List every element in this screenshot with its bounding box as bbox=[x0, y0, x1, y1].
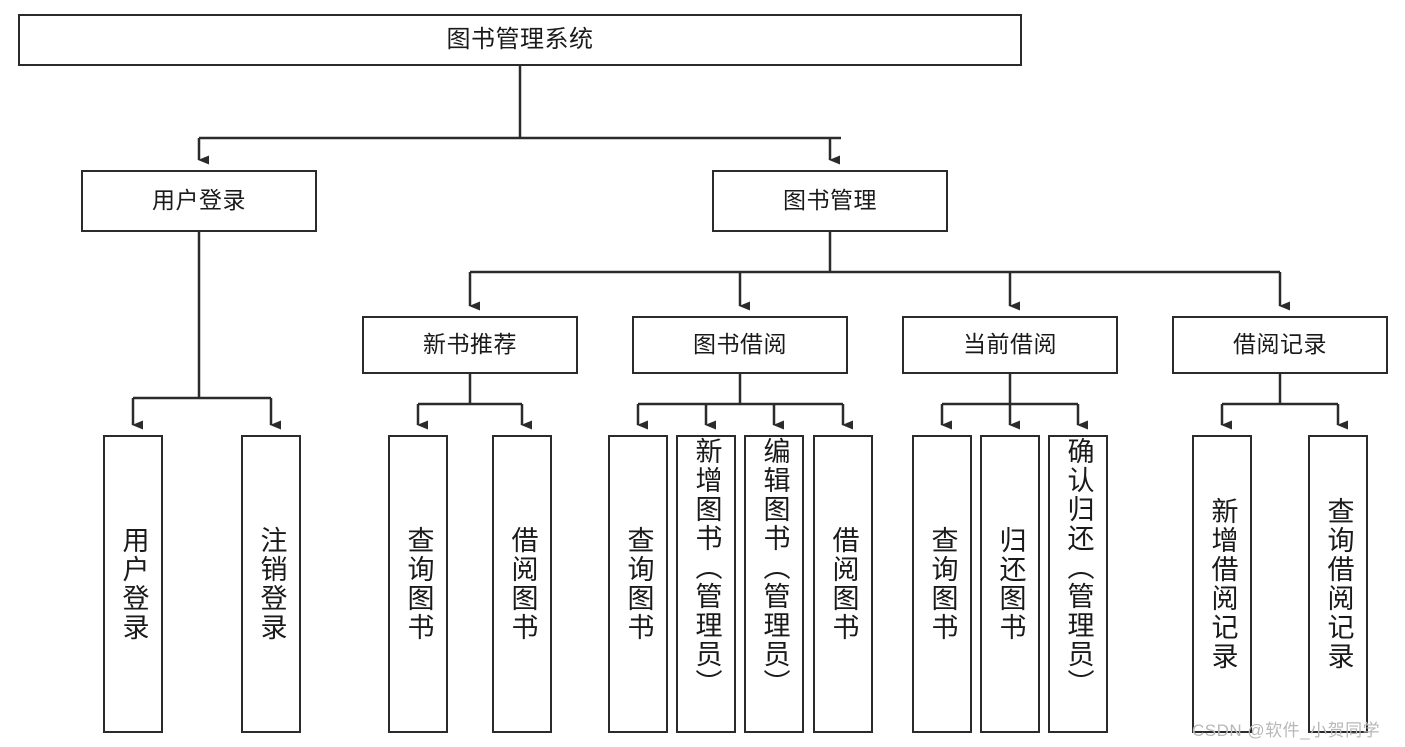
node-current-borrow-label: 当前借阅 bbox=[963, 331, 1057, 358]
node-leaf-borrow-book-2[interactable]: 借阅图书 bbox=[813, 435, 873, 733]
node-root-system[interactable]: 图书管理系统 bbox=[18, 14, 1022, 66]
node-user-login-label: 用户登录 bbox=[152, 187, 246, 214]
node-leaf-user-logout-label: 注销登录 bbox=[256, 526, 287, 642]
node-leaf-borrow-book-2-label: 借阅图书 bbox=[828, 526, 859, 642]
node-new-book-recommend-label: 新书推荐 bbox=[423, 331, 517, 358]
node-new-book-recommend[interactable]: 新书推荐 bbox=[362, 316, 578, 374]
node-borrow-record-label: 借阅记录 bbox=[1233, 331, 1327, 358]
node-leaf-borrow-book-1-label: 借阅图书 bbox=[507, 526, 538, 642]
node-leaf-add-book-label: 新增图书（管理员） bbox=[691, 437, 722, 698]
node-leaf-query-book-3[interactable]: 查询图书 bbox=[912, 435, 972, 733]
node-leaf-confirm-return-label: 确认归还（管理员） bbox=[1063, 437, 1094, 698]
node-borrow-record[interactable]: 借阅记录 bbox=[1172, 316, 1388, 374]
node-leaf-borrow-book-1[interactable]: 借阅图书 bbox=[492, 435, 552, 733]
node-book-borrow[interactable]: 图书借阅 bbox=[632, 316, 848, 374]
node-leaf-query-record-label: 查询借阅记录 bbox=[1323, 497, 1354, 671]
node-leaf-user-login[interactable]: 用户登录 bbox=[103, 435, 163, 733]
node-leaf-return-book[interactable]: 归还图书 bbox=[980, 435, 1040, 733]
node-leaf-query-book-3-label: 查询图书 bbox=[927, 526, 958, 642]
node-leaf-add-record-label: 新增借阅记录 bbox=[1207, 497, 1238, 671]
node-book-management-label: 图书管理 bbox=[783, 187, 877, 214]
node-book-borrow-label: 图书借阅 bbox=[693, 331, 787, 358]
node-leaf-query-record[interactable]: 查询借阅记录 bbox=[1308, 435, 1368, 733]
node-root-system-label: 图书管理系统 bbox=[446, 25, 594, 53]
node-leaf-return-book-label: 归还图书 bbox=[995, 526, 1026, 642]
node-leaf-add-record[interactable]: 新增借阅记录 bbox=[1192, 435, 1252, 733]
node-leaf-edit-book-label: 编辑图书（管理员） bbox=[759, 437, 790, 698]
node-leaf-query-book-2[interactable]: 查询图书 bbox=[608, 435, 668, 733]
node-current-borrow[interactable]: 当前借阅 bbox=[902, 316, 1118, 374]
node-leaf-user-logout[interactable]: 注销登录 bbox=[241, 435, 301, 733]
node-leaf-user-login-label: 用户登录 bbox=[118, 526, 149, 642]
node-book-management[interactable]: 图书管理 bbox=[712, 170, 948, 232]
node-leaf-query-book-1[interactable]: 查询图书 bbox=[388, 435, 448, 733]
node-leaf-confirm-return[interactable]: 确认归还（管理员） bbox=[1048, 435, 1108, 733]
node-leaf-query-book-1-label: 查询图书 bbox=[403, 526, 434, 642]
node-leaf-add-book[interactable]: 新增图书（管理员） bbox=[676, 435, 736, 733]
node-leaf-edit-book[interactable]: 编辑图书（管理员） bbox=[744, 435, 804, 733]
node-leaf-query-book-2-label: 查询图书 bbox=[623, 526, 654, 642]
node-user-login[interactable]: 用户登录 bbox=[81, 170, 317, 232]
